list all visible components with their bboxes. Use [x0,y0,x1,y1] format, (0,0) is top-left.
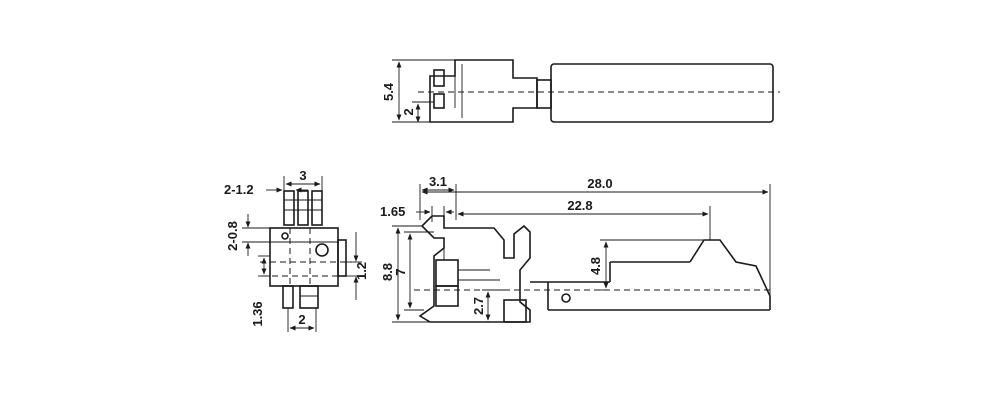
top-view-lever [550,63,774,123]
top-view-pin-lower [433,93,445,109]
front-view-trigger [689,239,771,310]
front-view-pivot [561,293,571,303]
dim-front-total-length: 28.0 [587,176,612,191]
dim-top-pin: 2 [401,108,416,115]
front-view: 28.0 3.1 1.65 22.8 8.8 7 4.8 2.7 [380,174,771,323]
dim-side-width: 3 [299,168,306,183]
front-view-housing [418,215,531,323]
dim-side-hole: 2-0.8 [225,221,240,251]
dim-side-slot: 2-1.2 [224,182,254,197]
dim-front-offset: 3.1 [429,174,447,189]
dim-front-inner-length: 22.8 [567,198,592,213]
dim-front-small-offset: 1.65 [380,204,405,219]
side-view-hole [315,243,329,257]
top-view-housing [429,59,538,123]
top-view-pin-upper [433,69,445,87]
side-view-body [269,227,339,287]
dim-front-height: 8.8 [380,263,395,281]
dim-top-height: 5.4 [381,82,396,101]
top-view: 5.4 2 [381,59,780,123]
dim-side-low: 1.36 [250,301,265,326]
dim-front-trigger-height: 4.8 [588,257,603,275]
top-view-neck [536,79,552,109]
dim-side-bottom: 2 [298,312,305,327]
dim-front-pin-height: 2.7 [471,297,486,315]
dim-front-inner-height: 7 [393,268,408,275]
dim-side-right: 1.2 [354,262,369,280]
front-view-contact-block [435,259,459,287]
side-view: 3 2-1.2 2-0.8 1.2 1.36 2 [224,168,369,332]
